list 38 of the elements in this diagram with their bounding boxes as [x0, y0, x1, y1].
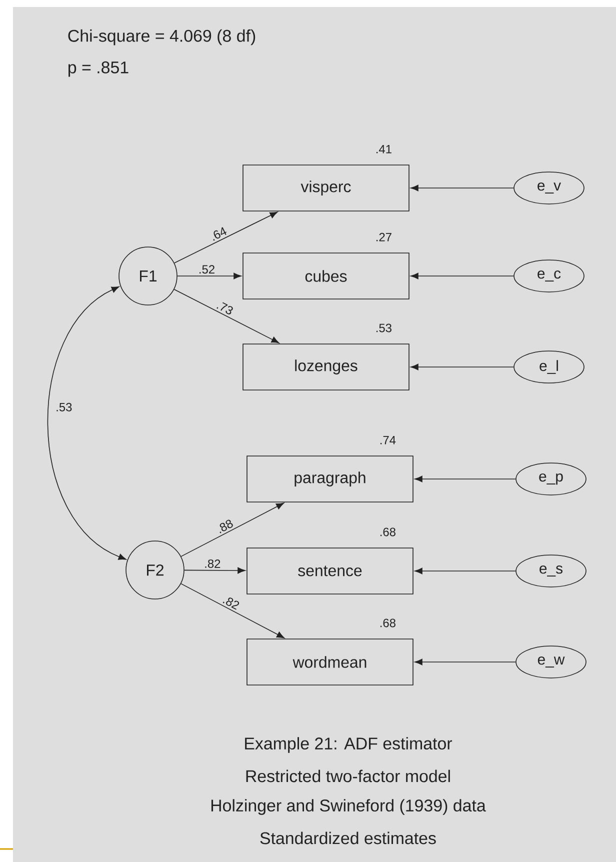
arrow: [174, 288, 280, 344]
edge-label: .82: [203, 558, 222, 569]
model-note: Standardized estimates: [260, 832, 436, 844]
squared-multiple-correlation: .68: [380, 618, 396, 628]
arrow: [184, 567, 246, 574]
squared-multiple-correlation: .53: [376, 324, 392, 332]
observed-variable-box: cubes: [242, 252, 410, 300]
observed-variable-box: wordmean: [246, 638, 414, 686]
edge-label: .64: [208, 225, 230, 243]
arrow: [410, 364, 514, 370]
arrow: [174, 212, 278, 264]
squared-multiple-correlation: .74: [380, 436, 396, 444]
observed-variable-box: sentence: [246, 548, 414, 594]
observed-variable-box: visperc: [242, 164, 410, 212]
edge-label: .73: [214, 298, 236, 317]
edge-label: .53: [54, 402, 74, 412]
fit-statistic: Chi-square = 4.069 (8 df): [68, 29, 256, 46]
model-note: Restricted two-factor model: [246, 770, 450, 782]
arrow: [47, 286, 126, 560]
model-note: Example 21: ADF estimator: [245, 737, 452, 753]
edge-label: .88: [214, 517, 236, 536]
squared-multiple-correlation: .41: [376, 145, 392, 154]
fit-statistic: p = .851: [68, 61, 128, 77]
observed-variable-box: paragraph: [246, 456, 414, 502]
arrow: [177, 272, 242, 280]
squared-multiple-correlation: .27: [376, 232, 392, 242]
arrow: [414, 568, 516, 574]
observed-variable-box: lozenges: [242, 344, 410, 390]
arrow: [414, 658, 516, 666]
edge-label: .52: [197, 264, 216, 275]
arrow: [414, 476, 516, 482]
edge-label: .82: [220, 594, 242, 612]
arrow: [180, 502, 284, 557]
squared-multiple-correlation: .68: [380, 528, 396, 536]
model-note: Holzinger and Swineford (1939) data: [211, 799, 486, 815]
arrow: [410, 272, 514, 280]
arrow: [180, 583, 285, 638]
arrow: [410, 184, 514, 192]
